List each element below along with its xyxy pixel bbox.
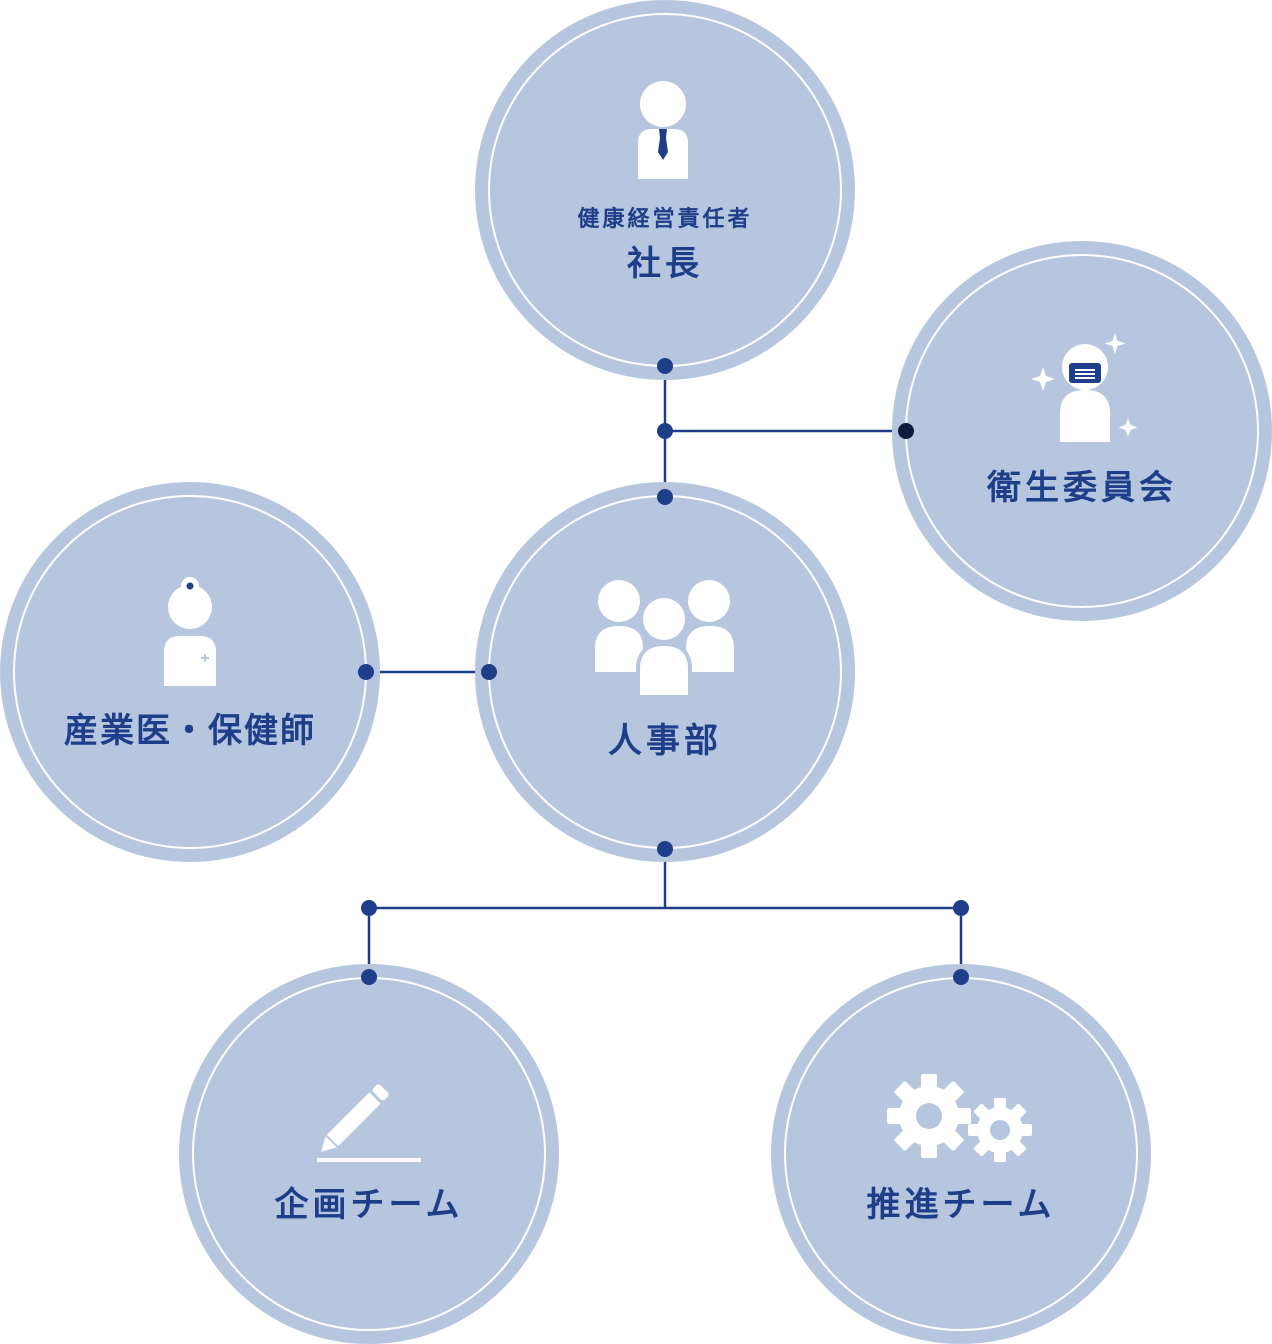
businessman-icon: [638, 81, 688, 179]
dot-bar-left: [361, 900, 377, 916]
dot-hr-top: [657, 489, 673, 505]
node-president: 健康経営責任者 社長: [475, 0, 855, 380]
node-promotion-team: 推進チーム: [771, 964, 1151, 1344]
occupational-health-title: 産業医・保健師: [64, 711, 316, 751]
node-planning-team: 企画チーム: [179, 964, 559, 1344]
node-hr-department: 人事部: [475, 482, 855, 862]
dot-occupational-health-right: [358, 664, 374, 680]
nurse-icon: [164, 577, 216, 686]
hr-department-title: 人事部: [608, 721, 722, 761]
promotion-team-title: 推進チーム: [867, 1185, 1056, 1225]
dot-hr-bottom: [657, 841, 673, 857]
connector-dots: [358, 358, 969, 985]
president-title: 社長: [627, 244, 703, 284]
dot-president-bottom: [657, 358, 673, 374]
dot-hr-left: [481, 664, 497, 680]
pencil-icon: [317, 1084, 421, 1162]
masked-person-sparkle-icon: [1031, 333, 1138, 442]
dot-junction-committee: [657, 423, 673, 439]
promotion-team-circle: [771, 964, 1151, 1344]
president-subtitle: 健康経営責任者: [577, 206, 752, 232]
dot-committee-left: [898, 423, 914, 439]
dot-planning-top: [361, 969, 377, 985]
health-committee-title: 衛生委員会: [986, 468, 1177, 508]
planning-team-title: 企画チーム: [275, 1185, 464, 1225]
connectors: [366, 366, 963, 977]
dot-bar-right: [953, 900, 969, 916]
planning-team-circle: [179, 964, 559, 1344]
node-occupational-health: 産業医・保健師: [0, 482, 380, 862]
president-circle: [475, 0, 855, 380]
node-health-committee: 衛生委員会: [892, 241, 1272, 621]
dot-promotion-top: [953, 969, 969, 985]
gears-icon: [887, 1074, 1032, 1162]
group-icon: [595, 580, 734, 697]
